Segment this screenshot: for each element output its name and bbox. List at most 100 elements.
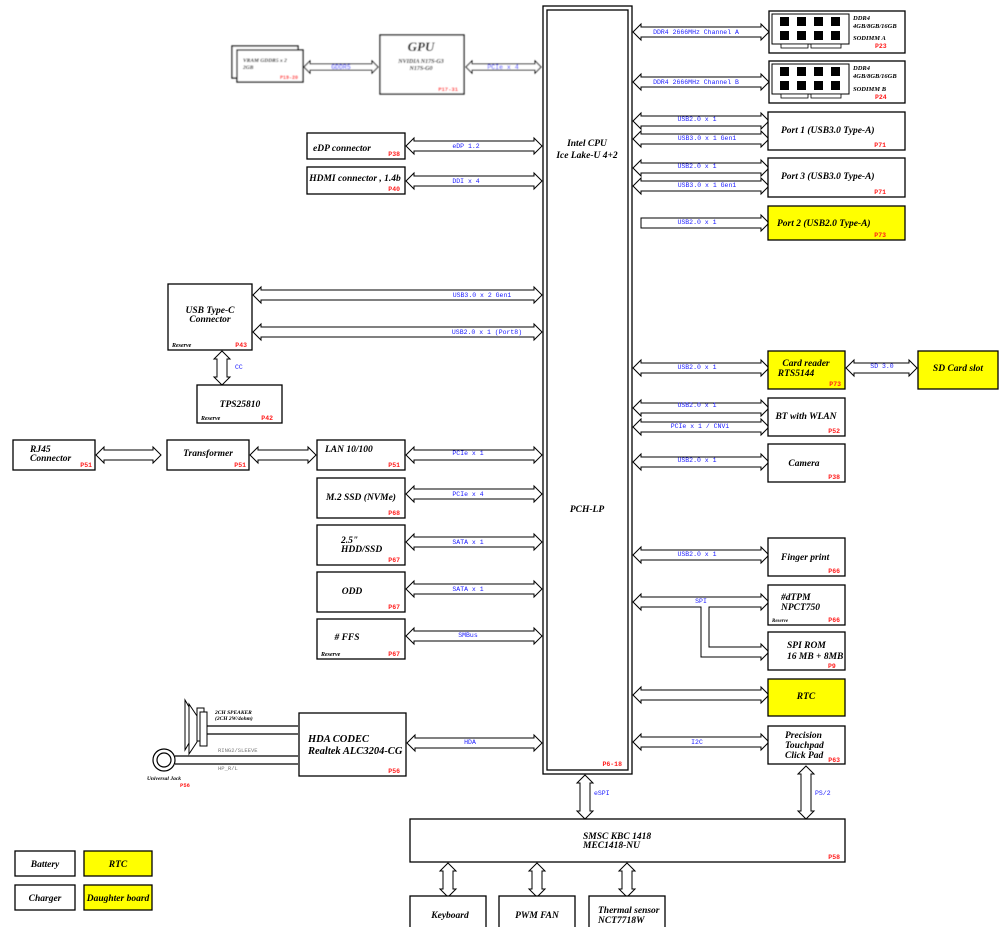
wlan-title: BT with WLAN (774, 412, 837, 422)
port3-bus2-label: USB3.0 x 1 Gen1 (678, 182, 737, 189)
typec-connector-block[interactable] (167, 283, 253, 351)
legend-daughter-board (83, 884, 153, 911)
gpu-title: GPU (408, 39, 435, 54)
spirom-page: P9 (828, 663, 836, 670)
codec-title-1: HDA CODEC (307, 734, 370, 745)
sodimm-a-group: DDR4 2666MHz Channel A DDR4 4GB/8GB/16GB… (632, 10, 906, 54)
rj45-block[interactable] (12, 439, 96, 471)
legend-battery-label: Battery (30, 860, 60, 870)
legend: Battery RTC Charger Daughter board (14, 850, 153, 911)
fan-arrow (527, 862, 547, 898)
port1-bus1-label: USB2.0 x 1 (677, 116, 716, 123)
hdmi-page: P40 (388, 186, 400, 193)
sodimm-b-name: SODIMM B (853, 86, 887, 93)
jack-page: P56 (180, 782, 190, 789)
ec-title-1: SMSC KBC 1418 (583, 832, 651, 842)
cpu-block[interactable]: Intel CPU Ice Lake-U 4+2 PCH-LP P6-18 (542, 5, 633, 775)
ec-block[interactable] (409, 818, 846, 863)
touchpad-block[interactable] (767, 725, 846, 765)
dimm-icon (771, 63, 850, 99)
cpu-page: P6-18 (602, 761, 622, 768)
transformer-block[interactable] (166, 439, 250, 471)
gpu-cpu-bus-label: PCIe x 4 (487, 64, 518, 71)
bt-wlan-block[interactable] (767, 397, 846, 437)
edp-connector-block[interactable] (306, 132, 406, 160)
sd-arrow (845, 358, 918, 378)
port3-group: USB2.0 x 1 USB3.0 x 1 Gen1 Port 3 (USB3.… (632, 157, 906, 198)
hdmi-title: HDMI connector , 1.4b (308, 174, 401, 184)
sd-bus-label: SD 3.0 (870, 363, 894, 370)
ddr-channel-a-label: DDR4 2666MHz Channel A (653, 29, 739, 36)
card-reader-block[interactable] (767, 350, 846, 390)
lan-chain: RJ45 Connector P51 Transformer P51 LAN 1… (12, 439, 543, 471)
keyboard-block[interactable] (409, 895, 487, 927)
gpu-vram-arrow: GDDR5 (303, 59, 379, 75)
sd-card-slot-block[interactable] (917, 350, 999, 390)
hdd-arrow (405, 532, 543, 552)
hda-codec-block[interactable] (298, 712, 407, 777)
hdmi-bus-label: DDI x 4 (452, 178, 479, 185)
typec-usb3-label: USB3.0 x 2 Gen1 (453, 292, 512, 299)
tps-note: Reserve (200, 416, 221, 422)
tps25810-block[interactable] (196, 384, 283, 424)
gpu-subtitle-1: NVIDIA N17S-G3 (397, 59, 444, 65)
odd-block[interactable] (316, 571, 406, 613)
port3-page: P71 (874, 189, 886, 196)
ffs-bus-label: SMBus (458, 632, 478, 639)
odd-bus-label: SATA x 1 (452, 586, 483, 593)
tpm-title-2: NPCT750 (780, 603, 820, 613)
keyboard-arrow (438, 862, 458, 898)
sodimm-b-page: P24 (875, 94, 887, 101)
pch-label: PCH-LP (570, 505, 604, 515)
usb-port3-block[interactable] (767, 157, 906, 198)
hdd-block[interactable] (316, 524, 406, 566)
hdmi-connector-block[interactable] (306, 166, 406, 195)
fingerprint-block[interactable] (767, 537, 846, 577)
dimm-icon (771, 13, 850, 49)
camera-bus-label: USB2.0 x 1 (677, 457, 716, 464)
camera-block[interactable] (767, 443, 846, 483)
camera-title: Camera (788, 459, 819, 469)
vram-block[interactable] (236, 49, 304, 83)
jack-sig2-label: HP_R/L (218, 765, 238, 772)
cardreader-page: P73 (829, 381, 841, 388)
sodimm-a-page: P23 (875, 43, 887, 50)
ddr-channel-b-arrow: DDR4 2666MHz Channel B (632, 72, 770, 92)
thermal-sensor-block[interactable] (588, 895, 666, 927)
speaker-label-2: (2CH 2W/4ohm) (215, 715, 253, 722)
port1-title: Port 1 (USB3.0 Type-A) (781, 125, 875, 136)
cardreader-group: USB2.0 x 1 Card reader RTS5144 P73 SD 3.… (632, 350, 999, 390)
ssd-group: M.2 SSD (NVMe) P68 PCIe x 4 (316, 477, 543, 519)
sodimm-b-group: DDR4 2666MHz Channel B DDR4 4GB/8GB/16GB… (632, 60, 906, 104)
tps-group: TPS25810 Reserve P42 (196, 384, 283, 424)
hda-arrow (406, 733, 543, 753)
spi-arrow (632, 592, 770, 662)
speaker-icon (184, 698, 208, 756)
transformer-title: Transformer (183, 449, 233, 459)
dtpm-block[interactable] (767, 584, 846, 626)
finger-title: Finger print (780, 553, 830, 563)
usb-port1-block[interactable] (767, 111, 906, 151)
lan-bus-label: PCIe x 1 (452, 450, 483, 457)
ffs-block[interactable] (316, 618, 406, 660)
usb-port2-block[interactable] (767, 205, 906, 241)
spirom-title-2: 16 MB + 8MB (787, 652, 843, 662)
lan-block[interactable] (316, 439, 406, 471)
touchpad-title-3: Click Pad (785, 751, 824, 761)
gpu-vram-bus-label: GDDR5 (331, 64, 351, 71)
touchpad-title-1: Precision (785, 731, 822, 741)
tpm-note: Reserve (772, 619, 789, 624)
sodimm-a-name: SODIMM A (853, 35, 886, 42)
cpu-inner-frame (546, 9, 629, 771)
rtc-block[interactable] (767, 678, 846, 717)
jack-sig1-label: RING2/SLEEVE (218, 747, 258, 754)
gpu-block[interactable] (379, 34, 465, 95)
cardreader-title-2: RTS5144 (777, 369, 815, 379)
speaker-label-1: 2CH SPEAKER (214, 710, 252, 716)
spi-rom-block[interactable] (767, 631, 846, 671)
pwm-fan-block[interactable] (498, 895, 576, 927)
hdd-page: P67 (388, 557, 400, 564)
vram-title-2: 2GB (242, 65, 254, 71)
ec-group: eSPI SMSC KBC 1418 MEC1418-NU P58 Keyboa… (409, 774, 846, 927)
m2-ssd-block[interactable] (316, 477, 406, 519)
